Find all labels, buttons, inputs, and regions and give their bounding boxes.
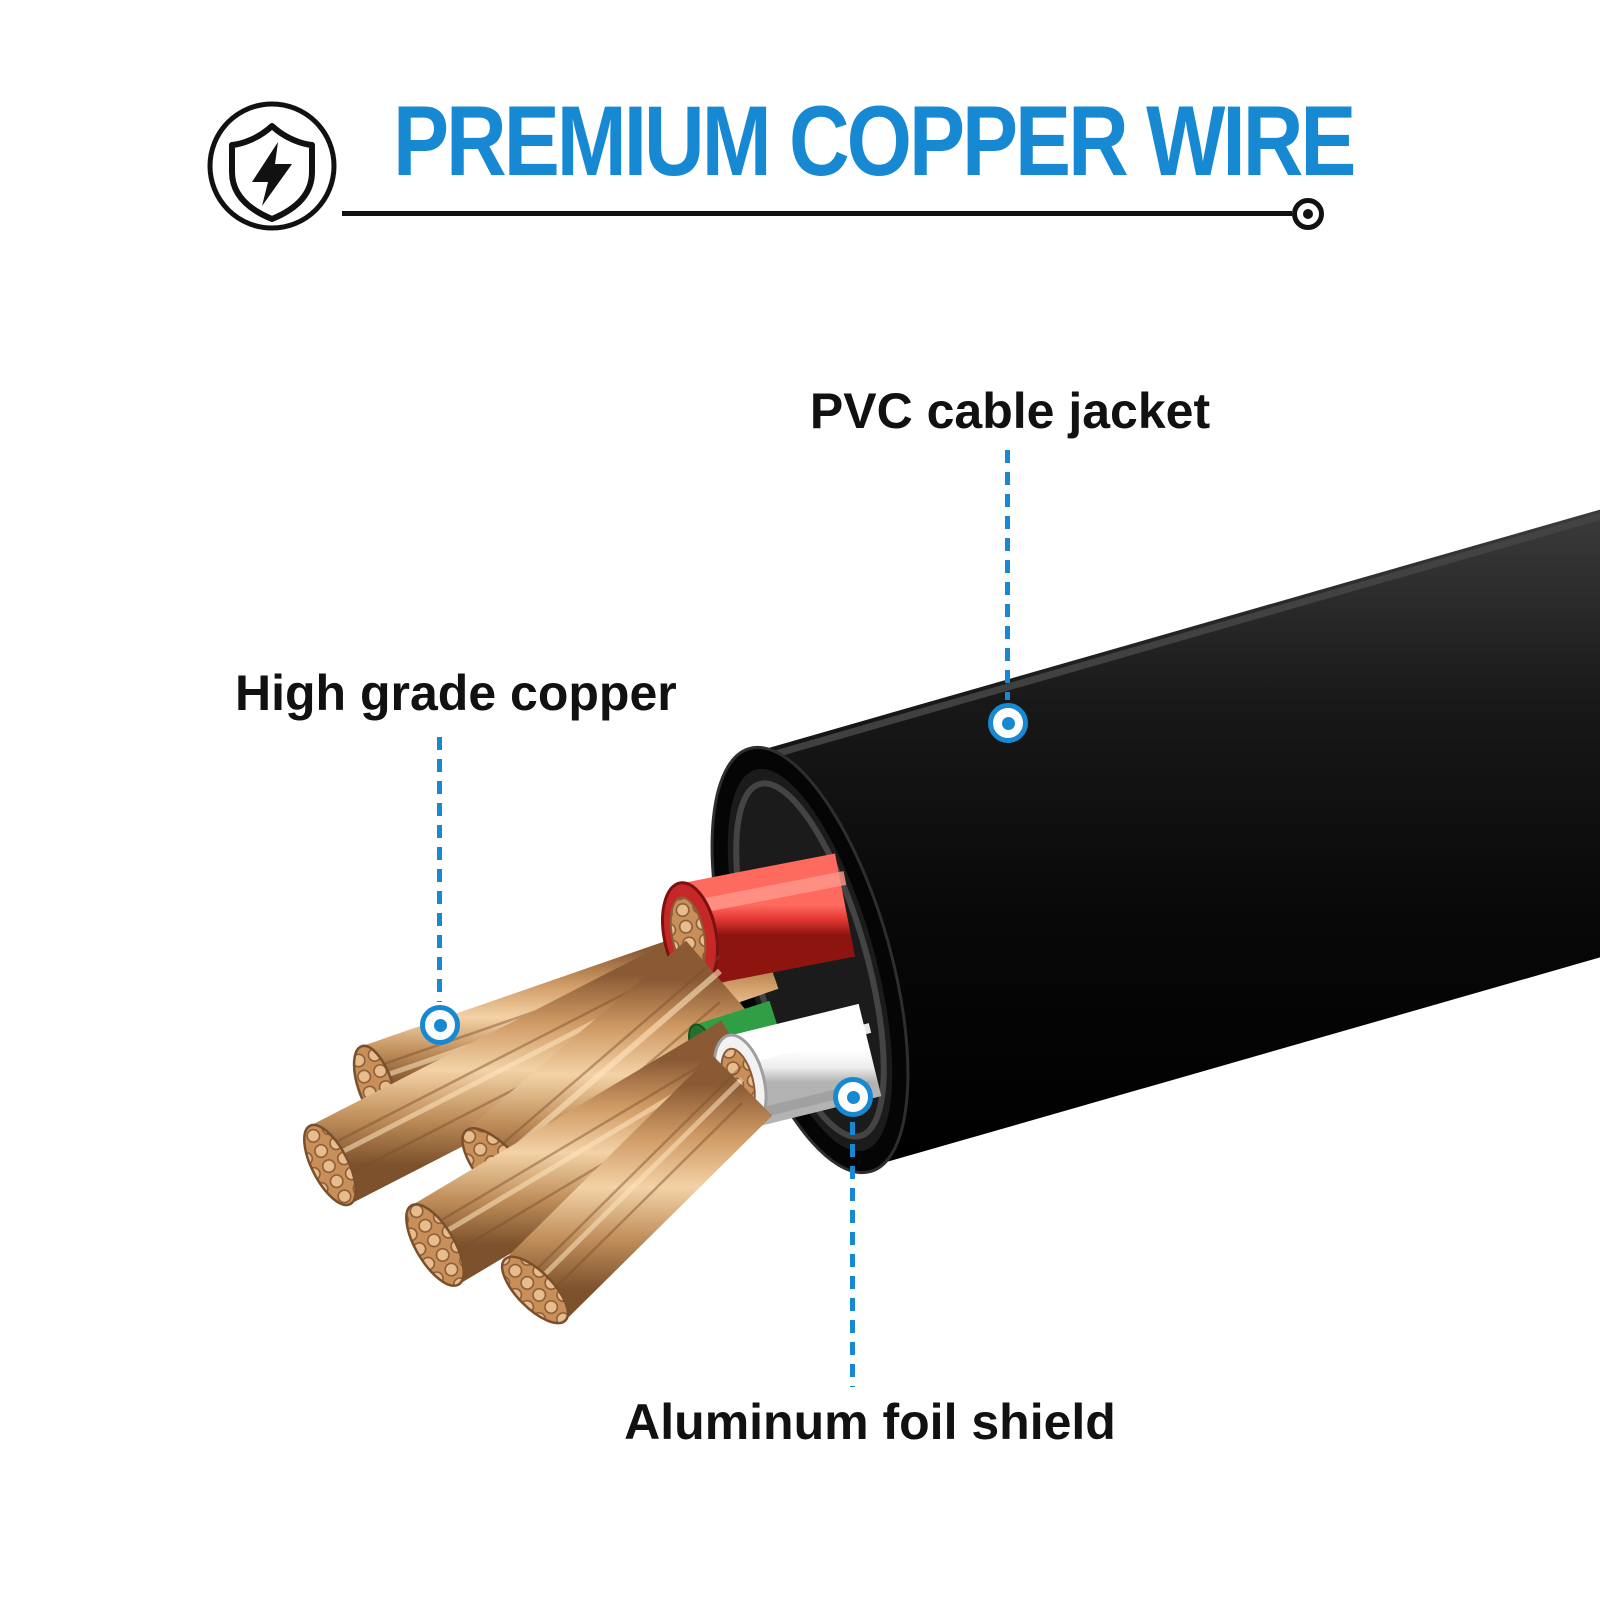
leader-line-aluminum-foil-shield (850, 1122, 855, 1387)
marker-high-grade-copper (420, 1005, 460, 1045)
leader-line-high-grade-copper (437, 737, 442, 1002)
cable-jacket (751, 509, 1600, 1167)
marker-aluminum-foil-shield (833, 1077, 873, 1117)
leader-line-pvc-jacket (1005, 450, 1010, 700)
marker-pvc-jacket (988, 703, 1028, 743)
page-title: PREMIUM COPPER WIRE (393, 85, 1356, 197)
callout-label-high-grade-copper: High grade copper (235, 665, 677, 721)
divider-end-dot (1292, 198, 1324, 230)
callout-label-aluminum-foil-shield: Aluminum foil shield (624, 1394, 1116, 1450)
copper-bundle (500, 1054, 773, 1325)
header-divider-line (342, 211, 1292, 216)
shield-lightning-icon (207, 101, 337, 231)
callout-label-pvc-jacket: PVC cable jacket (809, 383, 1211, 439)
red-wire (661, 853, 855, 989)
